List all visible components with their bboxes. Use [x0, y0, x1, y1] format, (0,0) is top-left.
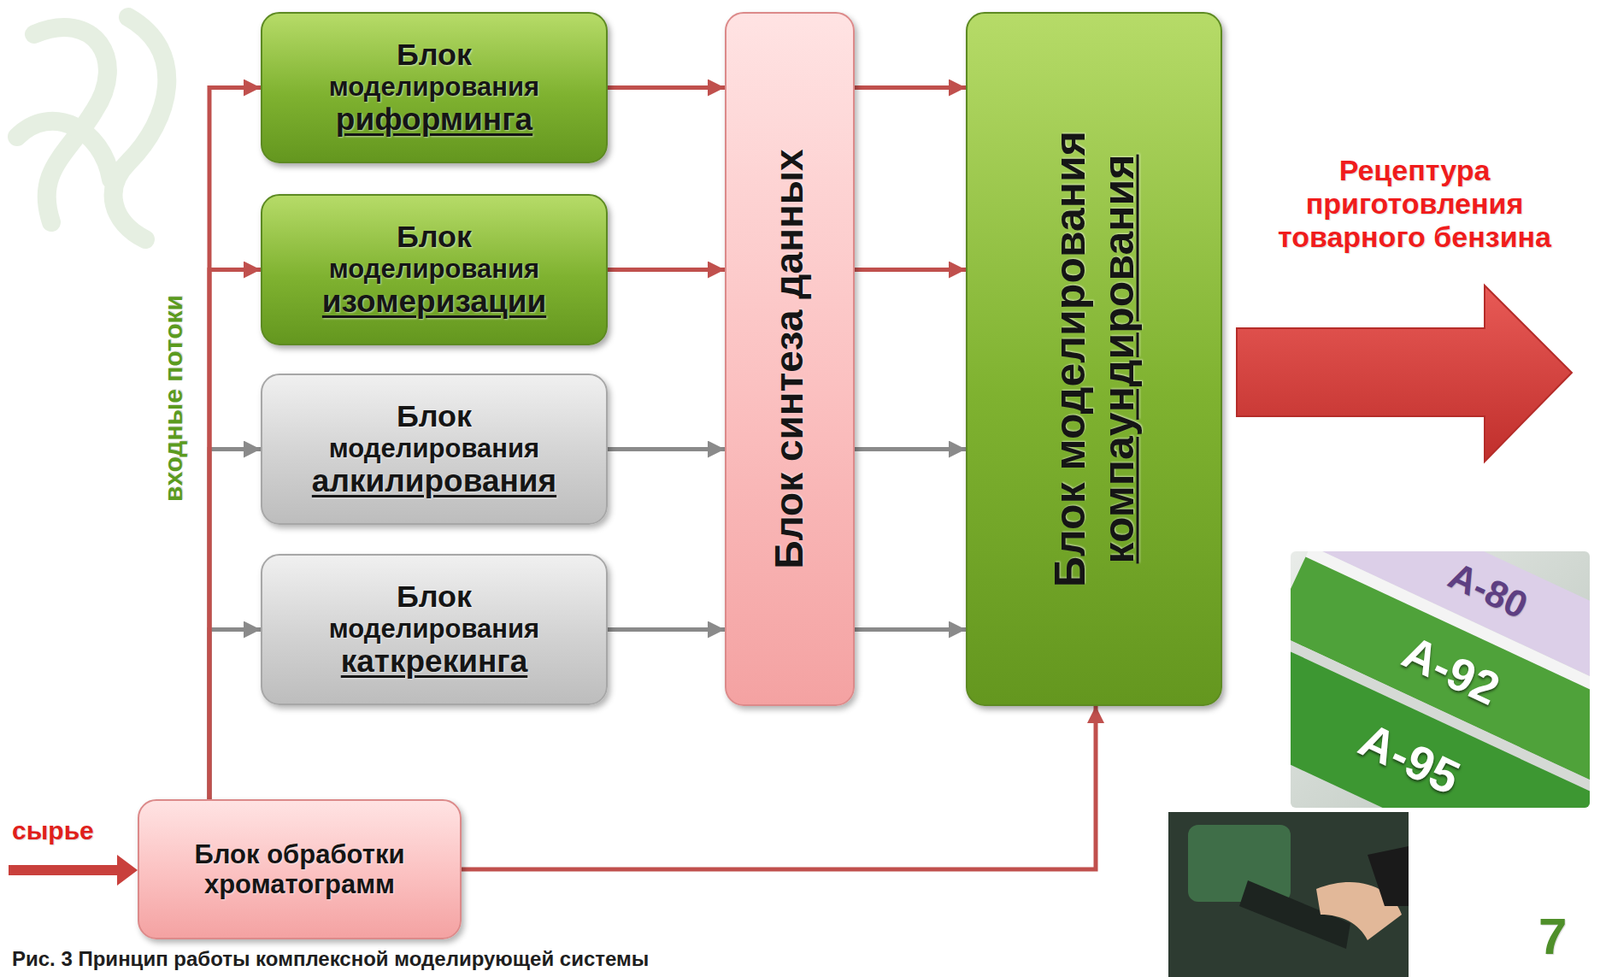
flow-arrow [607, 447, 725, 452]
process-box: Блок моделированиякомпаундирования [965, 11, 1223, 706]
box-label: Блок моделирования [311, 399, 557, 465]
box-label: Блок обработки хроматограмм [154, 839, 446, 900]
picture-ground [1168, 811, 1409, 977]
box-label: Блок моделирования [311, 37, 557, 103]
flow-arrow [209, 629, 261, 800]
flow-label: входные потоки [158, 294, 189, 502]
flow-arrow [607, 627, 725, 632]
box-label: алкилирования [311, 463, 557, 500]
fuel-sign-picture [1290, 551, 1590, 808]
flow-arrow [209, 88, 261, 800]
rotated-text-holder: Блок синтеза данных [767, 11, 812, 706]
sign-text: А-95 [1350, 711, 1468, 806]
page-number: 7 [1538, 911, 1567, 963]
sign-text: А-92 [1394, 624, 1508, 716]
output-arrow [1236, 285, 1572, 462]
flow-arrow [854, 447, 966, 452]
flow-arrow [209, 449, 261, 800]
pump-body [1188, 824, 1291, 902]
output-label: Рецептура приготовления товарного бензин… [1239, 153, 1590, 254]
flow-arrow [209, 270, 261, 800]
flow-arrow [607, 267, 725, 272]
flow-arrow [607, 85, 725, 90]
process-box: Блок обработки хроматограмм [137, 799, 462, 940]
box-label: изомеризации [322, 283, 547, 320]
input-label: сырье [11, 816, 95, 847]
process-box: Блок моделированияалкилирования [260, 373, 608, 525]
box-label: компаундирования [1094, 154, 1143, 565]
box-label: каткрекинга [341, 643, 529, 680]
flow-arrow [854, 627, 966, 632]
box-label: риформинга [335, 101, 533, 138]
process-box: Блок моделированиякаткрекинга [260, 553, 608, 706]
input-arrow [8, 854, 138, 886]
box-label: Блок моделирования [1046, 130, 1095, 588]
flow-arrow [854, 267, 966, 272]
fuel-nozzle-picture [1168, 811, 1409, 977]
sign-text: А-80 [1441, 553, 1535, 628]
watermark-stroke [113, 17, 168, 240]
watermark-stroke [17, 121, 112, 180]
box-label: Блок синтеза данных [767, 148, 812, 569]
watermark [17, 17, 167, 240]
flow-arrow [461, 705, 1096, 870]
flow-arrow [854, 85, 966, 90]
box-label: Блок моделирования [311, 219, 557, 285]
process-box: Блок синтеза данных [724, 11, 855, 706]
rotated-text-holder: Блок моделированиякомпаундирования [1046, 11, 1143, 706]
sleeve [1367, 846, 1409, 906]
box-label: Блок моделирования [311, 579, 557, 645]
caption: Рис. 3 Принцип работы комплексной модели… [11, 947, 649, 971]
process-box: Блок моделированияизомеризации [260, 194, 608, 346]
process-box: Блок моделированияриформинга [260, 11, 608, 164]
